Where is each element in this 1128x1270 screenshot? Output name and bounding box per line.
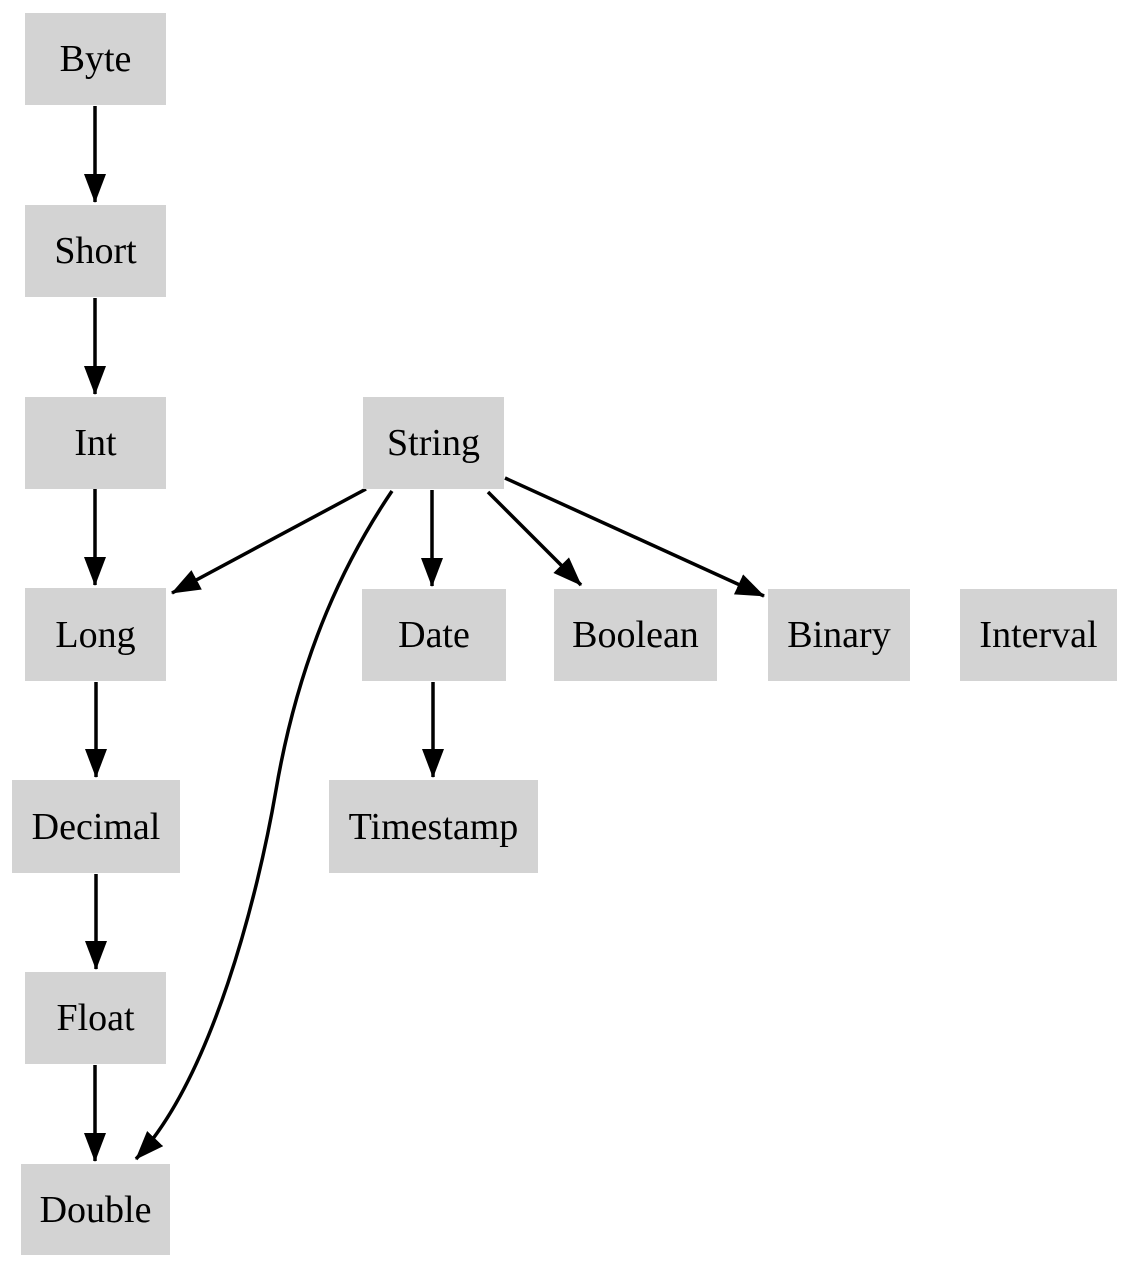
node-double: Double — [21, 1164, 170, 1255]
node-int: Int — [25, 397, 166, 489]
node-long: Long — [25, 588, 166, 681]
edge-string-double — [134, 490, 394, 1161]
edge-string-binary — [504, 476, 765, 598]
node-float: Float — [25, 972, 166, 1064]
node-date: Date — [362, 589, 506, 681]
edge-string-boolean — [486, 490, 583, 587]
edge-string-long — [171, 487, 367, 595]
node-binary: Binary — [768, 589, 910, 681]
node-interval: Interval — [960, 589, 1117, 681]
node-short: Short — [25, 205, 166, 297]
node-boolean: Boolean — [554, 589, 717, 681]
node-string: String — [363, 397, 504, 489]
node-byte: Byte — [25, 13, 166, 105]
node-timestamp: Timestamp — [329, 780, 538, 873]
node-decimal: Decimal — [12, 780, 180, 873]
